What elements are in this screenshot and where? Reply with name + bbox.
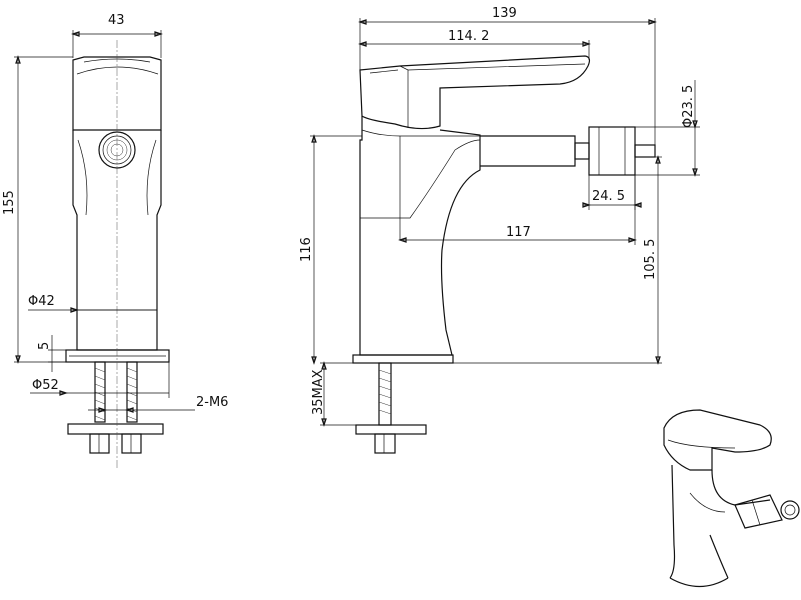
dim-nozzle-length: 24. 5 (592, 189, 625, 204)
dim-spout-height: 105. 5 (643, 239, 658, 280)
dim-body-diameter: Φ42 (28, 294, 55, 309)
side-view: 139 114. 2 Φ23. 5 24. 5 117 116 105 (299, 6, 700, 454)
dim-front-height: 155 (2, 190, 17, 215)
dim-spout-reach: 117 (506, 225, 531, 240)
dim-front-width: 43 (108, 13, 125, 28)
dim-base-diameter: Φ52 (32, 378, 59, 393)
dim-base-thickness: 5 (37, 342, 52, 350)
dim-max-deck: 35MAX (311, 369, 326, 415)
faucet-perspective-illustration (663, 409, 800, 587)
dim-studs: 2-M6 (196, 395, 228, 410)
dim-total-length: 139 (492, 6, 517, 21)
dim-handle-length: 114. 2 (448, 29, 489, 44)
dim-body-height: 116 (299, 237, 314, 262)
front-view: 43 155 Φ42 5 Φ52 2-M6 (2, 13, 228, 470)
dim-spout-diameter: Φ23. 5 (681, 85, 696, 128)
